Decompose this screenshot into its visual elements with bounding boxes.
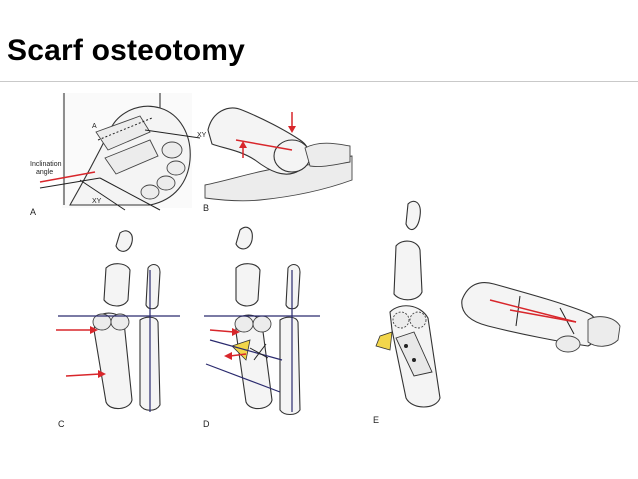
panel-a-foot-dorsal: Inclination angle XY XY A A <box>30 93 207 217</box>
panel-e-label: E <box>373 415 379 425</box>
inclination-angle-label-1: Inclination <box>30 161 62 168</box>
inclination-angle-label-2: angle <box>36 169 53 176</box>
xy-top-label: XY <box>197 132 207 139</box>
panel-d-correction: D <box>203 226 320 429</box>
panel-e-fixation: E <box>373 200 441 425</box>
panel-c-dorsal-osteotomy: C <box>56 230 180 429</box>
slide-title: Scarf osteotomy <box>7 34 246 67</box>
bone-wedge-e <box>375 331 393 351</box>
panel-c-label: C <box>58 419 65 429</box>
panel-b-label: B <box>203 203 209 213</box>
title-divider <box>0 81 638 82</box>
lateral-metatarsal-fixation <box>461 282 621 353</box>
panel-d-label: D <box>203 419 210 429</box>
a-mark-label: A <box>92 123 97 130</box>
panel-b-lateral-view: B <box>203 107 353 213</box>
panel-a-label: A <box>30 207 36 217</box>
xy-bottom-label: XY <box>92 198 102 205</box>
